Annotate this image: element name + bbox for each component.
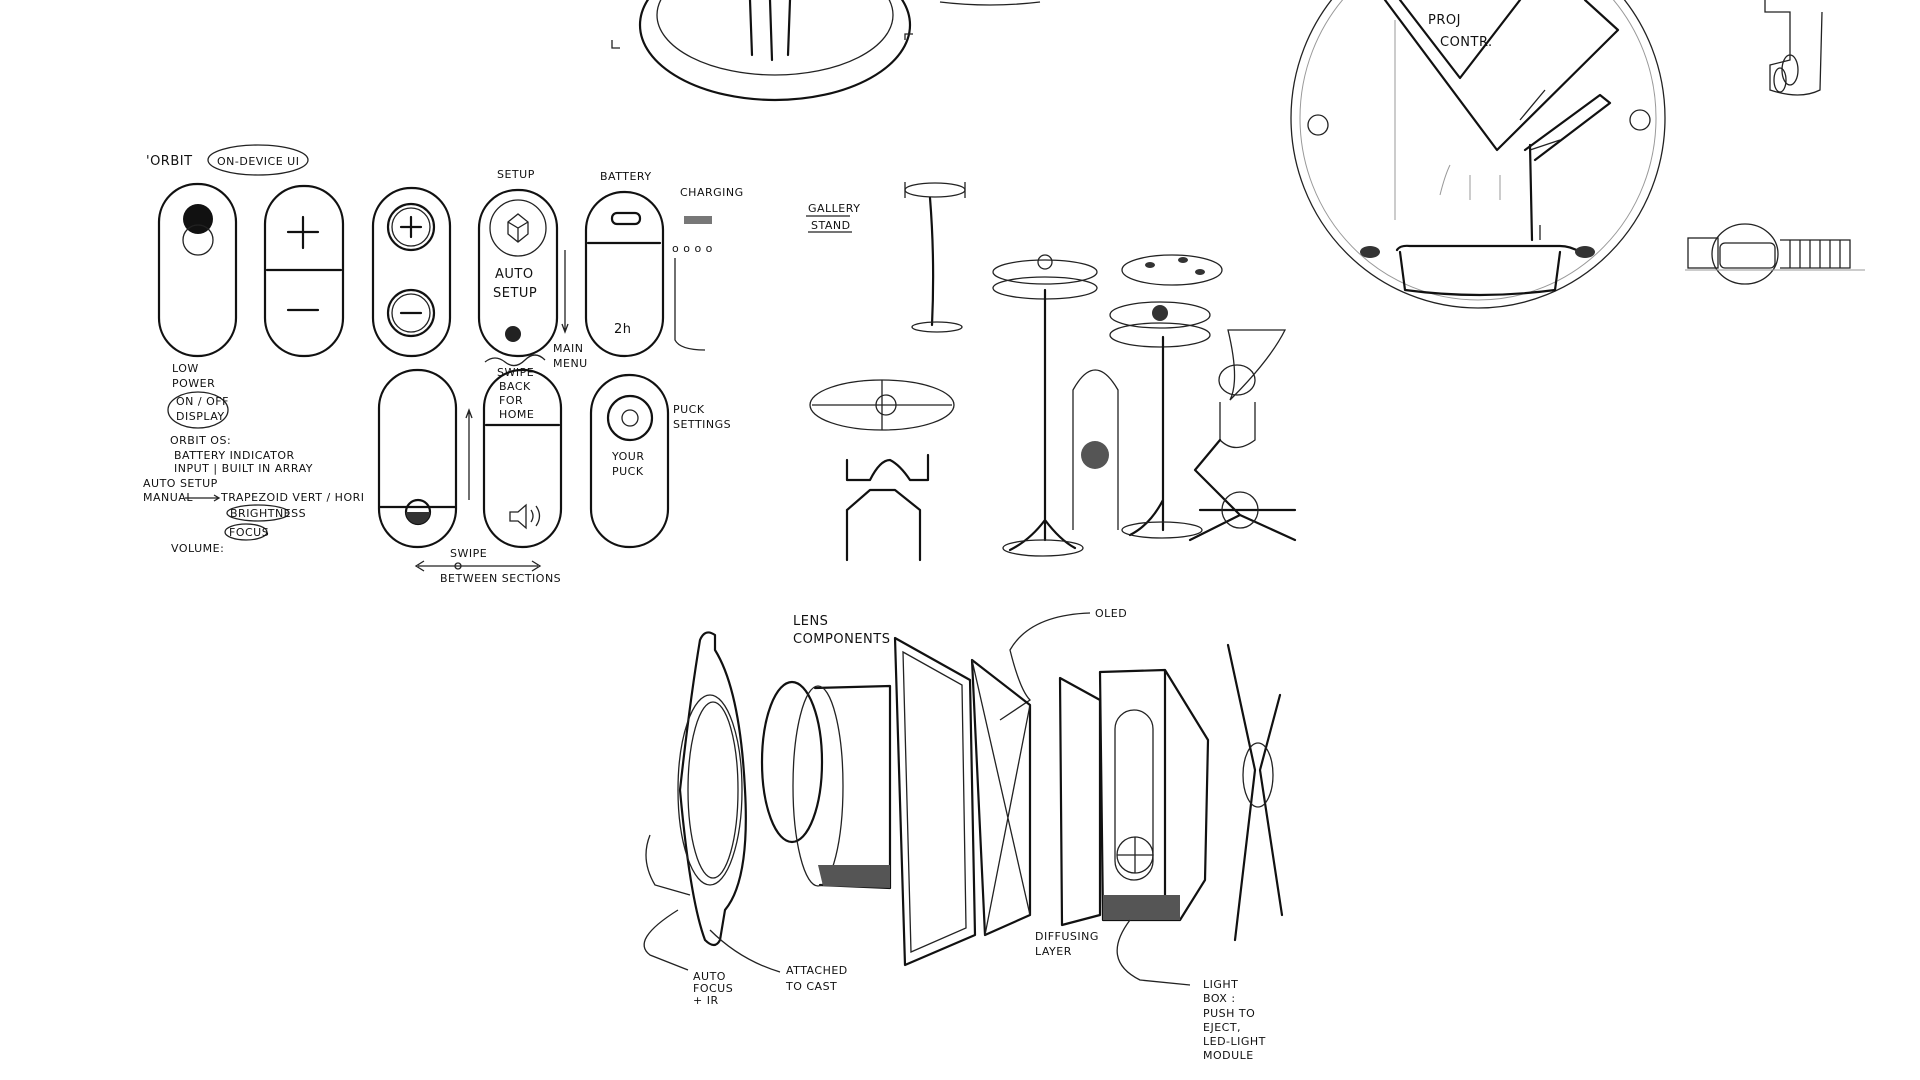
section-label-1: PROJ [1428, 13, 1461, 28]
ui-sketches: 'ORBIT ON-DEVICE UI SETUP AUTO SETUP [143, 144, 744, 585]
exploded-view: LENS COMPONENTS OLED DIFFUSING LAYER AUT… [643, 607, 1284, 1062]
attached-2: TO CAST [785, 980, 837, 993]
attached-1: ATTACHED [786, 964, 848, 977]
main-label: MAIN [553, 342, 584, 355]
swipe-back-2: BACK [499, 380, 531, 393]
light-box-2: BOX : [1203, 992, 1236, 1005]
pill-battery: BATTERY 2h CHARGING o o o o [584, 170, 744, 358]
orbit-title-tag: ON-DEVICE UI [217, 155, 299, 168]
section-sketch: PROJ CONTR. [1290, 0, 1666, 309]
light-box-4: EJECT, [1203, 1021, 1241, 1034]
puck-settings-1: PUCK [673, 403, 705, 416]
auto-setup-label: AUTO SETUP [143, 477, 218, 490]
between-sections-label: BETWEEN SECTIONS [440, 572, 561, 585]
stand-label: STAND [811, 219, 851, 232]
auto-focus-2: FOCUS [693, 982, 733, 995]
low-label: LOW [172, 362, 199, 375]
on-off-label: ON / OFF [176, 395, 229, 408]
your-puck-2: PUCK [612, 465, 644, 478]
swipe-back-1: SWIPE [497, 366, 534, 379]
lens-components-1: LENS [793, 614, 828, 629]
power-label: POWER [172, 377, 215, 390]
light-box-3: PUSH TO [1203, 1007, 1255, 1020]
swipe-back-4: HOME [499, 408, 534, 421]
auto-focus-3: + IR [693, 994, 719, 1007]
battery-time: 2h [614, 322, 632, 337]
os-line-1: BATTERY INDICATOR [174, 449, 295, 462]
pill-setup: SETUP AUTO SETUP MAIN MENU [477, 168, 588, 370]
os-line-2: INPUT | BUILT IN ARRAY [174, 462, 313, 475]
light-box-6: MODULE [1203, 1049, 1254, 1062]
volume-label: VOLUME: [171, 542, 224, 555]
menu-label: MENU [553, 357, 588, 370]
pill-low-power [157, 182, 238, 358]
swipe-back-3: FOR [499, 394, 523, 407]
orbit-title: 'ORBIT [146, 154, 193, 169]
swipe-label: SWIPE [450, 547, 487, 560]
gallery-label: GALLERY [808, 202, 860, 215]
light-box-5: LED-LIGHT [1203, 1035, 1266, 1048]
keystone-label: TRAPEZOID VERT / HORI [220, 491, 364, 504]
your-puck-1: YOUR [611, 450, 644, 463]
diffusing-2: LAYER [1035, 945, 1072, 958]
pill-brightness [377, 368, 473, 549]
auto-focus-1: AUTO [693, 970, 726, 983]
ring-sketch-top [611, 0, 1041, 102]
charging-label: CHARGING [680, 186, 744, 199]
pill-plus-minus [263, 184, 345, 358]
puck-settings-2: SETTINGS [673, 418, 731, 431]
auto-label: AUTO [495, 267, 534, 282]
orbit-os-label: ORBIT OS: [170, 434, 231, 447]
section-label-2: CONTR. [1440, 35, 1493, 50]
pill-buttons [371, 186, 452, 358]
pill-puck: YOUR PUCK PUCK SETTINGS [589, 373, 731, 549]
display-label: DISPLAY [176, 410, 225, 423]
diffusing-1: DIFFUSING [1035, 930, 1099, 943]
light-box-1: LIGHT [1203, 978, 1238, 991]
charging-dots: o o o o [672, 242, 713, 255]
setup-label-2: SETUP [493, 286, 537, 301]
brightness-label: BRIGHTNESS [230, 507, 306, 520]
clip-sketch [1685, 0, 1865, 285]
setup-label: SETUP [497, 168, 535, 181]
battery-label: BATTERY [600, 170, 652, 183]
manual-label: MANUAL [143, 491, 193, 504]
focus-label: FOCUS [229, 526, 269, 539]
pill-volume: SWIPE BACK FOR HOME [482, 354, 563, 549]
stand-sketches: GALLERY STAND [806, 182, 1297, 562]
lens-components-2: COMPONENTS [793, 632, 890, 647]
oled-label: OLED [1095, 607, 1127, 620]
